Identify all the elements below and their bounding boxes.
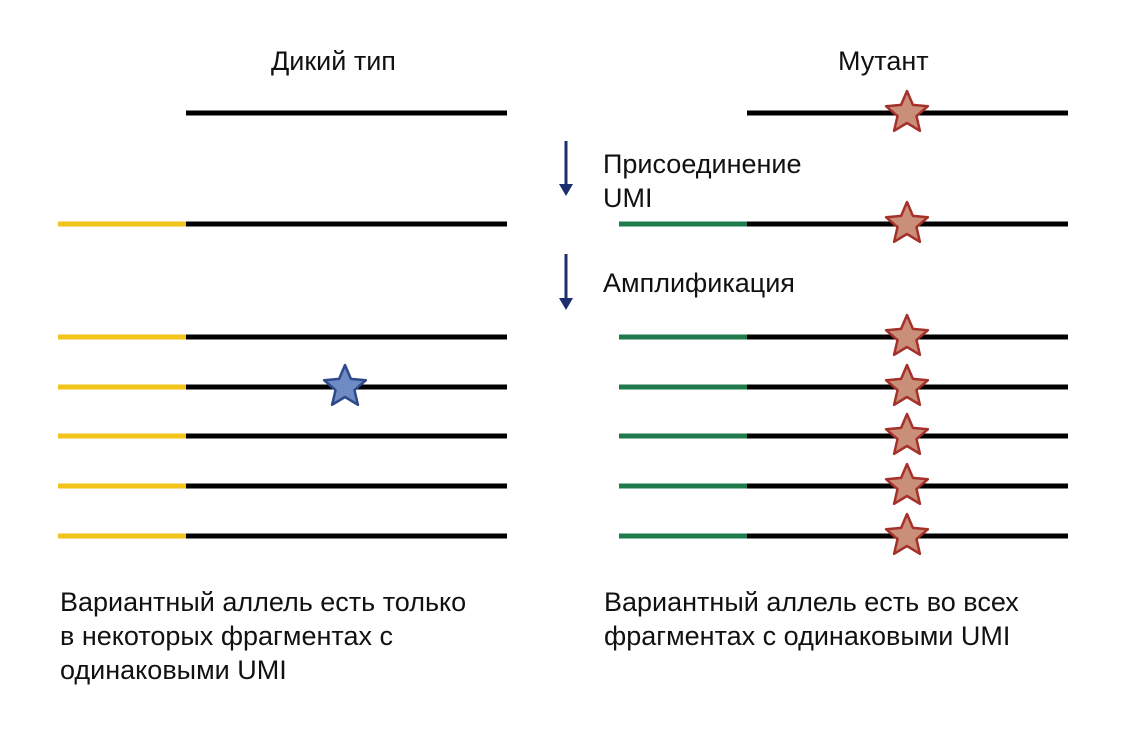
- step-attach-umi-label: Присоединение UMI: [603, 147, 802, 215]
- amplify-step-arrow-head: [559, 298, 573, 310]
- mutant-original-mutation-star-icon: [884, 89, 930, 133]
- mutant-copy-2-mutation-star-icon: [884, 363, 930, 407]
- wild-type-caption-line-3: одинаковыми UMI: [60, 655, 287, 685]
- mutant-caption-line-1: Вариантный аллель есть во всех: [604, 587, 1019, 617]
- wild-type-copy-2-error-star-icon: [322, 363, 368, 407]
- mutant-tagged-mutation-star-icon: [884, 200, 930, 244]
- mutant-copy-1-mutation-star-icon: [884, 313, 930, 357]
- wild-type-title: Дикий тип: [271, 46, 396, 76]
- attach-step-arrow-head: [559, 184, 573, 196]
- step-amplify-label: Амплификация: [603, 268, 795, 298]
- wild-type-caption-line-2: в некоторых фрагментах с: [60, 621, 393, 651]
- mutant-copy-5-mutation-star-icon: [884, 512, 930, 556]
- wild-type-caption: Вариантный аллель есть только в некоторы…: [60, 585, 466, 687]
- mutant-title: Мутант: [838, 46, 929, 76]
- mutant-copy-4-mutation-star-icon: [884, 462, 930, 506]
- mutant-caption-line-2: фрагментах с одинаковыми UMI: [604, 621, 1011, 651]
- step-attach-line-2: UMI: [603, 183, 653, 213]
- mutant-copy-3-mutation-star-icon: [884, 412, 930, 456]
- wild-type-caption-line-1: Вариантный аллель есть только: [60, 587, 467, 617]
- step-attach-line-1: Присоединение: [603, 149, 802, 179]
- mutant-caption: Вариантный аллель есть во всех фрагмента…: [604, 585, 1019, 653]
